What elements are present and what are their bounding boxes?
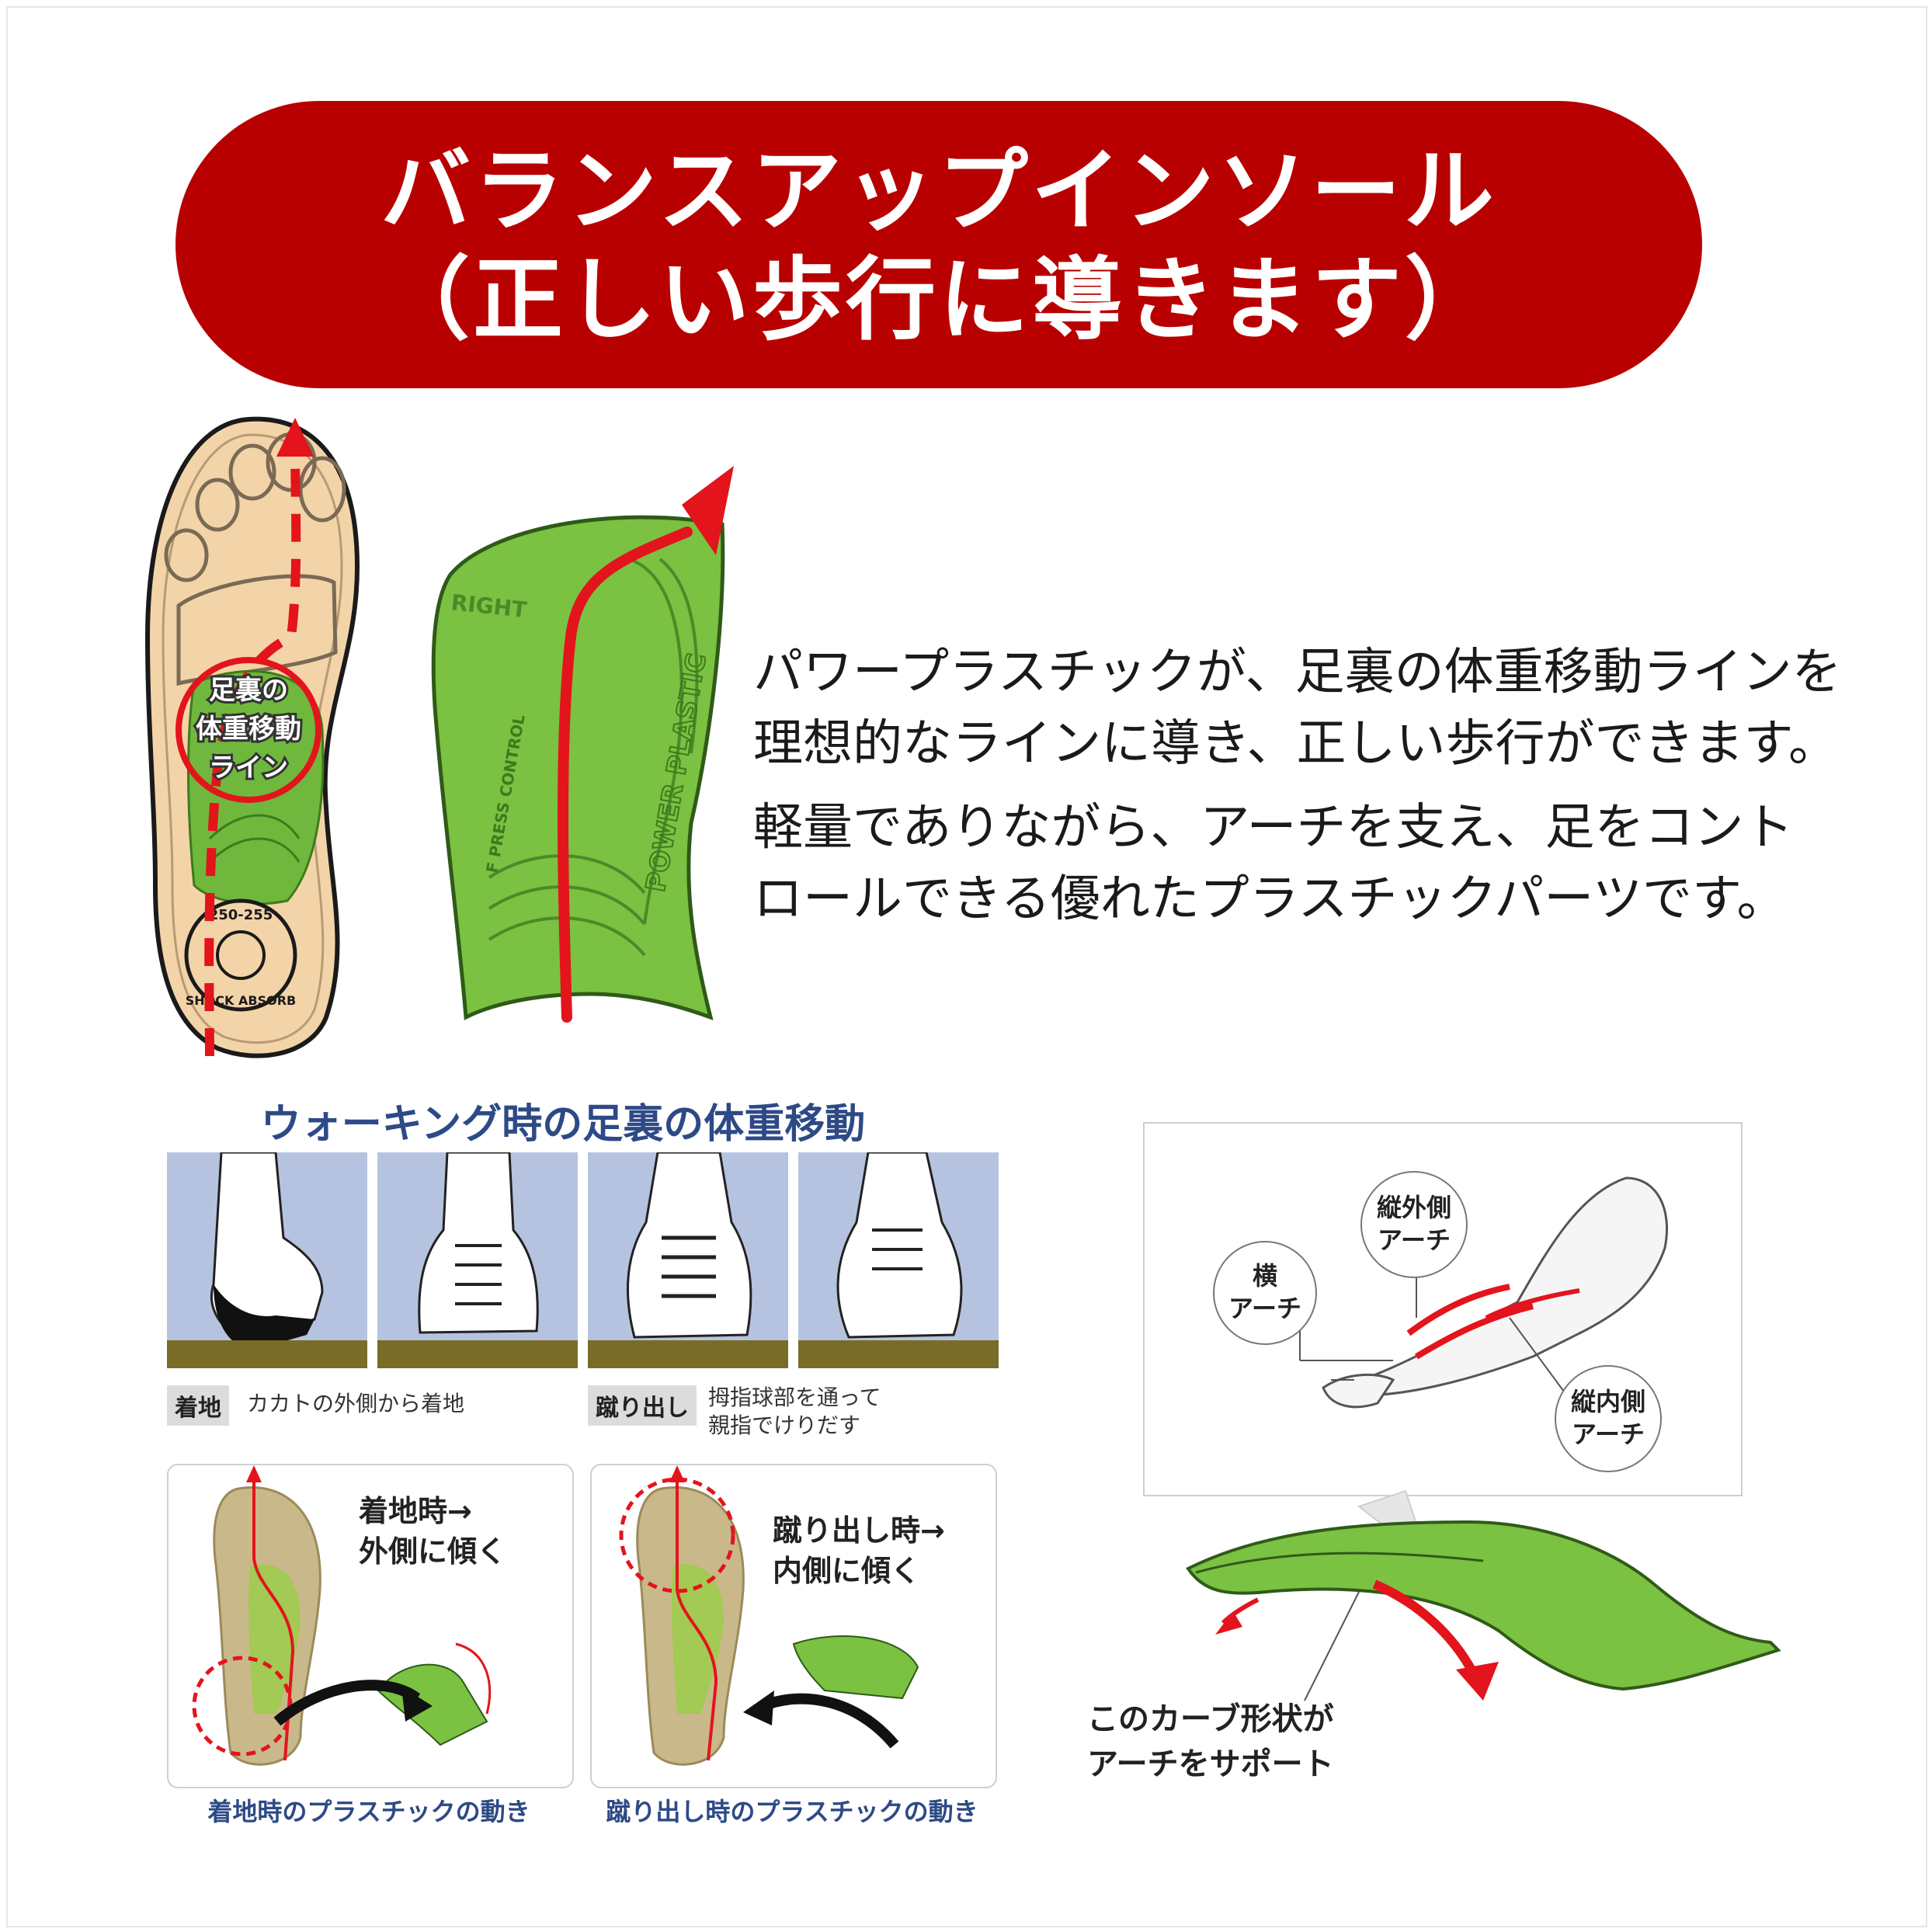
heel-badge (184, 898, 297, 1012)
power-plastic-illustration: RIGHT POWER PLASTIC F PRESS CONTROL (431, 466, 734, 1023)
medial-arch-line2: アーチ (1571, 1419, 1645, 1449)
kickoff-motion-note: 蹴り出し時→ 内側に傾く (773, 1510, 945, 1591)
landing-note-line2: 外側に傾く (359, 1534, 507, 1569)
curve-caption-line1: このカーブ形状が (1087, 1701, 1334, 1737)
walking-title: ウォーキング時の足裏の体重移動 (260, 1101, 866, 1148)
kickoff-desc-line1: 拇指球部を通って (708, 1385, 881, 1410)
insole-inner-outline (162, 433, 343, 1044)
kickoff-description: 拇指球部を通って 親指でけりだす (708, 1384, 881, 1440)
kickoff-note-line2: 内側に傾く (773, 1554, 921, 1588)
kickoff-motion-box (590, 1464, 997, 1788)
description-paragraph-1: パワープラスチックが、足裏の体重移動ラインを 理想的なラインに導き、正しい歩行が… (753, 637, 1842, 780)
kickoff-note-line1: 蹴り出し時→ (773, 1513, 945, 1548)
toe-pad-1 (164, 528, 209, 582)
walking-panel-1 (167, 1152, 367, 1368)
heel-badge-text: SHOCK ABSORB (186, 993, 296, 1008)
curve-caption-line2: アーチをサポート (1087, 1746, 1334, 1782)
transverse-arch-line2: アーチ (1228, 1294, 1302, 1323)
medial-arch-line1: 縦内側 (1570, 1387, 1645, 1416)
title-banner: バランスアップインソール （正しい歩行に導きます） (175, 101, 1702, 388)
curve-caption: このカーブ形状が アーチをサポート (1087, 1697, 1334, 1787)
page-frame (6, 6, 1927, 1927)
plastic-weight-arrowhead (682, 466, 734, 555)
walking-panel-4 (798, 1152, 999, 1368)
lateral-arch-line1: 縦外側 (1376, 1193, 1451, 1222)
toe-pad-2 (195, 478, 240, 532)
heel-size-text: 250-255 (209, 907, 273, 923)
landing-motion-box (167, 1464, 574, 1788)
circle-label-line1: 足裏の (209, 675, 288, 706)
lateral-arch-bubble: 縦外側 アーチ (1360, 1171, 1468, 1278)
transverse-arch-bubble: 横 アーチ (1213, 1241, 1317, 1345)
transverse-arch-line1: 横 (1252, 1261, 1277, 1291)
plastic-weight-arrow (558, 526, 693, 1023)
landing-note-line1: 着地時→ (359, 1494, 472, 1528)
banner-title-line1: バランスアップインソール (380, 139, 1497, 244)
lateral-arch-line2: アーチ (1377, 1225, 1451, 1255)
weight-line-arrowhead (276, 418, 314, 457)
kickoff-desc-line2: 親指でけりだす (708, 1413, 861, 1438)
insole-illustration: 250-255 SHOCK ABSORB 足裏の 体重移動 ライン (144, 416, 360, 1058)
walking-panel-3 (588, 1152, 788, 1368)
description-p1-line1: パワープラスチックが、足裏の体重移動ラインを (753, 644, 1842, 701)
toe-pad-3 (228, 443, 276, 501)
description-p2-line2: ロールできる優れたプラスチックパーツです。 (753, 870, 1787, 928)
landing-description: カカトの外側から着地 (247, 1391, 465, 1416)
medial-arch-bubble: 縦内側 アーチ (1555, 1365, 1662, 1472)
description-p2-line1: 軽量でありながら、アーチを支え、足をコント (753, 799, 1794, 857)
circle-label-line2: 体重移動 (196, 714, 301, 745)
landing-motion-note: 着地時→ 外側に傾く (359, 1491, 506, 1572)
description-p1-line2: 理想的なラインに導き、正しい歩行ができます。 (753, 715, 1839, 773)
weight-line-arrow (204, 450, 301, 1057)
kickoff-tag: 蹴り出し (588, 1385, 697, 1426)
kickoff-motion-caption: 蹴り出し時のプラスチックの動き (606, 1797, 978, 1826)
landing-tag: 着地 (167, 1385, 229, 1426)
description-paragraph-2: 軽量でありながら、アーチを支え、足をコント ロールできる優れたプラスチックパーツ… (753, 792, 1794, 935)
walking-panel-2 (377, 1152, 578, 1368)
landing-motion-caption: 着地時のプラスチックの動き (207, 1797, 530, 1826)
circle-label-line3: ライン (209, 752, 288, 784)
curve-plastic-illustration (1186, 1489, 1781, 1701)
toe-pad-5 (298, 456, 346, 523)
weight-line-circle (175, 657, 321, 803)
banner-title-line2: （正しい歩行に導きます） (380, 248, 1498, 353)
